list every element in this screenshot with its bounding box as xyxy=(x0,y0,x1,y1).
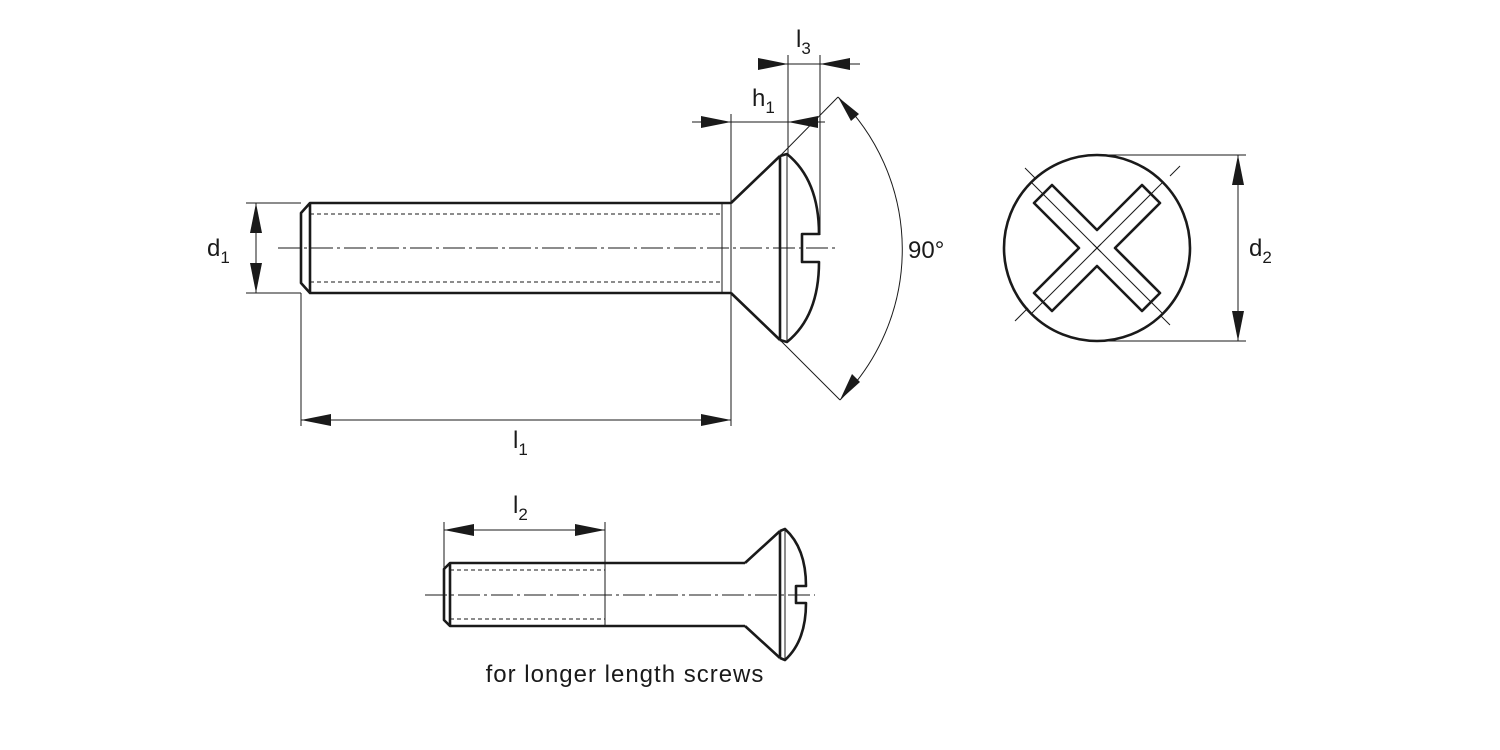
l1-label: l1 xyxy=(513,427,528,459)
angle-arrow-bottom xyxy=(840,374,860,400)
longer-screw-side-view xyxy=(425,527,815,662)
longer-head-dome xyxy=(779,527,808,662)
longer-screw-caption: for longer length screws xyxy=(486,661,765,688)
main-head-dome xyxy=(779,152,821,344)
d2-label: d2 xyxy=(1249,235,1272,267)
dimension-l1: l1 xyxy=(300,203,732,459)
angle-extension-top xyxy=(779,96,839,157)
angle-extension-bottom xyxy=(779,339,841,401)
longer-head-cone xyxy=(744,530,781,659)
dimension-d1: d1 xyxy=(207,202,301,294)
cross-diagonal-b-tick-top xyxy=(1169,165,1181,177)
cross-diagonal-a-tick-top xyxy=(1024,167,1036,179)
dimension-d2: d2 xyxy=(1097,154,1272,342)
l2-label: l2 xyxy=(513,492,528,524)
l3-arrow-right xyxy=(820,58,850,70)
h1-label: h1 xyxy=(752,85,775,117)
dimension-l2: l2 xyxy=(443,492,606,569)
l3-label: l3 xyxy=(796,26,811,58)
h1-arrow-left xyxy=(701,116,731,128)
main-screw-side-view xyxy=(278,152,835,344)
angle-arc xyxy=(837,96,903,401)
dimension-h1: h1 xyxy=(692,85,825,203)
dimension-angle: 90° xyxy=(779,96,944,401)
cross-recess-outline xyxy=(1032,183,1162,313)
d1-label: d1 xyxy=(207,235,230,267)
head-top-view xyxy=(1002,153,1192,343)
angle-arrow-top xyxy=(838,97,859,121)
cross-diagonal-b-tick-bottom xyxy=(1014,307,1029,322)
cross-diagonal-a-tick-bottom xyxy=(1159,314,1171,326)
head-center-mark-b xyxy=(1092,243,1102,253)
dimension-l3: l3 xyxy=(758,26,860,235)
longer-shank-outline xyxy=(442,561,745,628)
main-shank-outline xyxy=(299,201,731,295)
main-head-cone xyxy=(730,155,781,341)
l3-arrow-left xyxy=(758,58,788,70)
angle-label: 90° xyxy=(908,237,944,264)
